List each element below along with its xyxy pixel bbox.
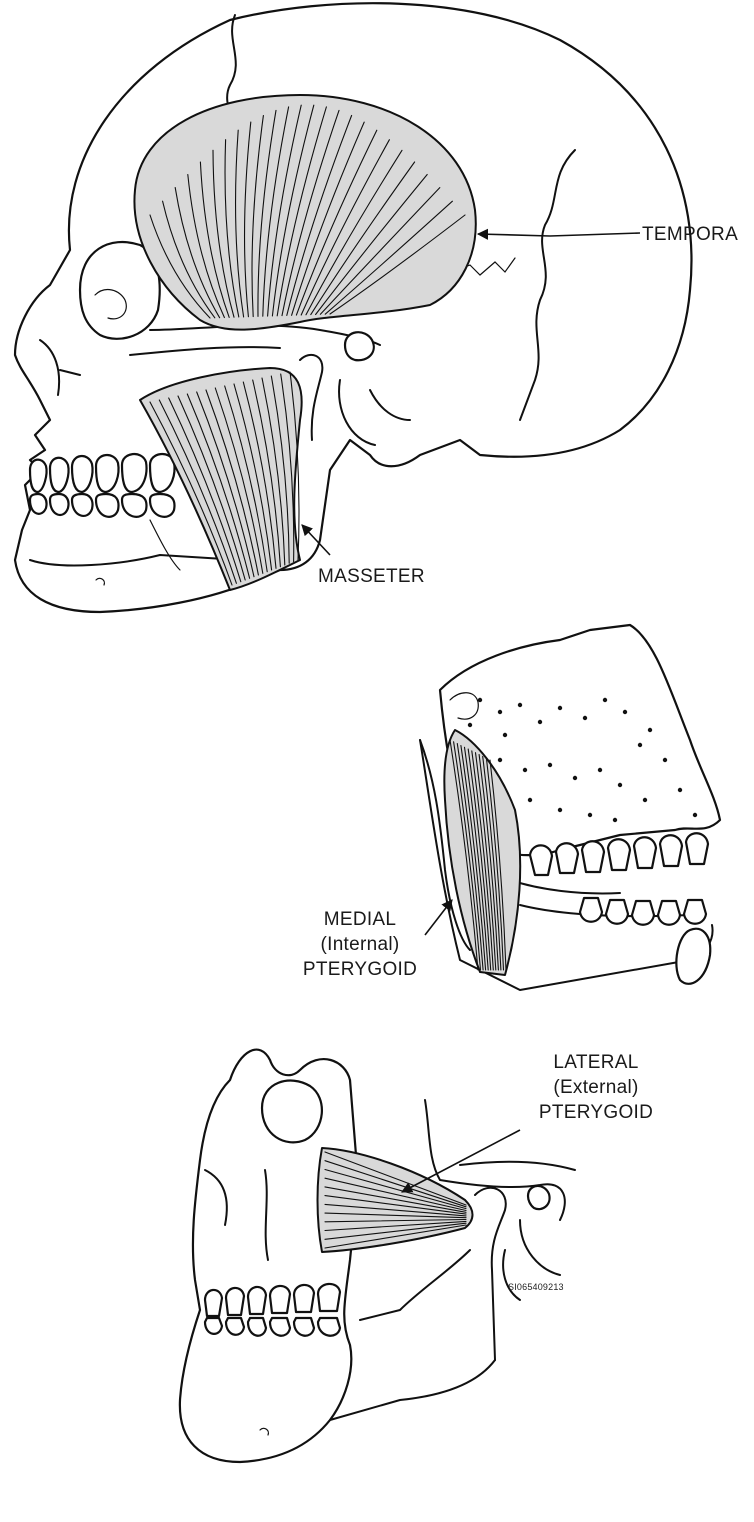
bone-stipple-dot [478,698,482,702]
lateral-label-line-1: LATERAL [553,1052,638,1073]
medial-label-line-1: MEDIAL [324,909,397,930]
skull3-condyle [475,1188,506,1360]
skull-lateral-view [15,3,691,612]
bone-stipple-dot [548,763,552,767]
bone-stipple-dot [693,813,697,817]
bone-stipple-dot [648,728,652,732]
sagittal-section-view [420,625,720,990]
lateral-pterygoid-label: LATERAL (External) PTERYGOID [539,1052,653,1123]
bone-stipple-dot [678,788,682,792]
skull3-ear [528,1186,550,1209]
lateral-label-line-2: (External) [553,1077,638,1098]
figure-code: SI065409213 [508,1282,564,1292]
bone-stipple-dot [613,818,617,822]
bone-stipple-dot [598,768,602,772]
medial-label-line-3: PTERYGOID [303,959,417,980]
bone-stipple-dot [528,798,532,802]
skull3-mandible-upper [360,1250,470,1320]
lateral-label-line-3: PTERYGOID [539,1102,653,1123]
bone-stipple-dot [603,698,607,702]
bone-stipple-dot [523,768,527,772]
bone-stipple-dot [558,706,562,710]
mandible-symphysis [676,929,710,984]
bone-stipple-dot [538,720,542,724]
tongue-contour [510,880,620,893]
temporal-label: TEMPORA [642,224,738,245]
skull3-mandible-ramus [330,1360,495,1420]
medial-pterygoid-label: MEDIAL (Internal) PTERYGOID [303,909,417,980]
temporalis-outline [134,95,475,330]
bone-stipple-dot [663,758,667,762]
bone-stipple-dot [618,783,622,787]
bone-stipple-dot [518,703,522,707]
bone-stipple-dot [503,733,507,737]
bone-stipple-dot [573,776,577,780]
bone-stipple-dot [468,723,472,727]
lateral-pterygoid-muscle [318,1148,473,1252]
bone-stipple-dot [498,758,502,762]
medial-leader [425,900,452,935]
bone-stipple-dot [623,710,627,714]
temporalis-muscle [134,95,475,330]
bone-stipple-dot [643,798,647,802]
skull-cutaway-view [180,1050,575,1462]
section-lower-teeth [580,898,706,925]
bone-stipple-dot [638,743,642,747]
external-auditory-meatus [345,332,374,360]
medial-label-line-2: (Internal) [320,934,399,955]
skull3-cranial-base [460,1162,575,1170]
bone-stipple-dot [558,808,562,812]
bone-stipple-dot [588,813,592,817]
bone-stipple-dot [583,716,587,720]
skull3-orbit [262,1081,322,1143]
masseter-label: MASSETER [318,566,425,587]
bone-stipple-dot [498,710,502,714]
